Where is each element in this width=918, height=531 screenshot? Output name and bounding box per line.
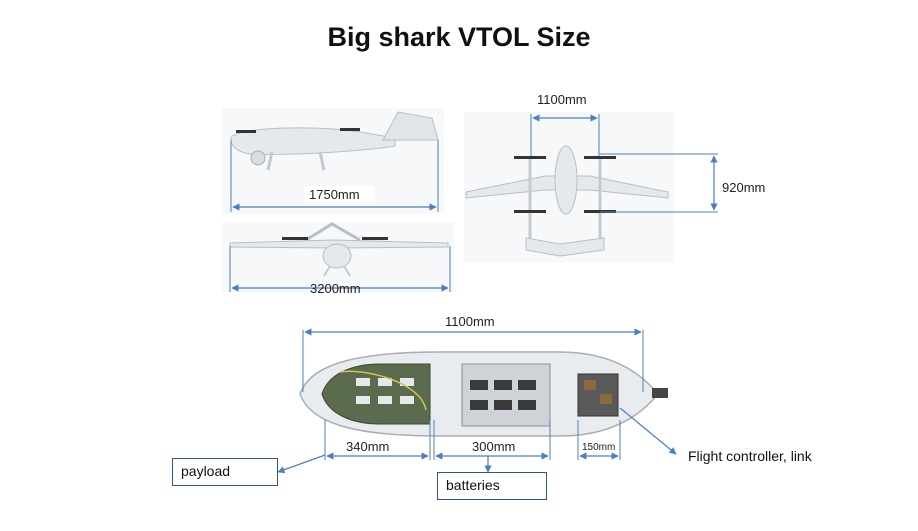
- top-rotor-spacing-label: 1100mm: [537, 92, 587, 107]
- dim-top-rotor-height: [600, 153, 718, 213]
- front-view-drone: [222, 222, 454, 292]
- payload-callout-label: payload: [181, 463, 231, 479]
- fc-bay-label: 150mm: [582, 442, 615, 453]
- dim-battery-bay: [433, 420, 551, 460]
- dim-fuselage-length: [302, 328, 644, 392]
- batteries-callout-box: batteries: [437, 472, 547, 500]
- payload-callout-arrow: [277, 454, 326, 474]
- payload-bay-label: 340mm: [346, 439, 389, 454]
- diagram-title: Big shark VTOL Size: [327, 22, 591, 52]
- dim-top-rotor-spacing: [530, 114, 600, 156]
- dim-wingspan: [229, 246, 451, 292]
- flight-controller-label: Flight controller, link: [688, 448, 812, 464]
- dim-fc-bay: [577, 420, 621, 460]
- battery-bay-label: 300mm: [472, 439, 515, 454]
- payload-callout-box: payload: [172, 458, 278, 486]
- fuselage-cutaway: [282, 346, 668, 446]
- dim-side-length: [230, 140, 439, 212]
- wingspan-label: 3200mm: [310, 281, 361, 296]
- top-view-drone: [464, 112, 674, 262]
- side-view-drone: [222, 108, 444, 214]
- dim-payload-bay: [324, 420, 431, 460]
- batteries-callout-label: batteries: [446, 477, 500, 493]
- side-length-label: 1750mm: [309, 187, 360, 202]
- fuselage-length-label: 1100mm: [445, 314, 495, 329]
- top-rotor-height-label: 920mm: [722, 180, 765, 195]
- fc-callout-arrow: [619, 407, 677, 455]
